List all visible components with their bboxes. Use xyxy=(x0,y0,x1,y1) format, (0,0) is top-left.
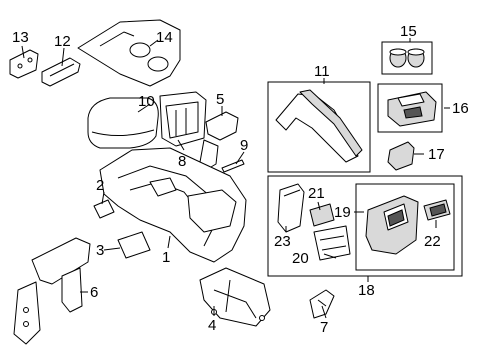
callout-14: 14 xyxy=(156,29,173,46)
part-4-mounting-bracket xyxy=(199,267,271,327)
callout-6: 6 xyxy=(90,284,98,301)
callout-9: 9 xyxy=(240,137,248,154)
part-13-bracket xyxy=(9,49,39,79)
part-7-bracket xyxy=(309,289,335,319)
callout-11: 11 xyxy=(314,63,330,80)
part-18-rear-assembly xyxy=(267,175,463,277)
part-1-console-body xyxy=(99,147,247,263)
callout-20: 20 xyxy=(292,250,309,267)
callout-4: 4 xyxy=(208,317,216,334)
callout-21: 21 xyxy=(308,185,325,202)
callout-16: 16 xyxy=(452,100,469,117)
callout-5: 5 xyxy=(216,91,224,108)
part-15-cup-holders xyxy=(381,41,433,75)
leader-lines xyxy=(21,38,450,319)
part-2-pad xyxy=(93,199,115,219)
callout-18: 18 xyxy=(358,282,375,299)
part-8-storage-bin xyxy=(159,91,207,147)
part-20-harness xyxy=(313,225,351,261)
part-6-side-bracket xyxy=(13,237,91,345)
part-3-pad xyxy=(117,231,151,259)
part-21-socket xyxy=(309,203,335,227)
callout-8: 8 xyxy=(178,153,186,170)
callout-7: 7 xyxy=(320,319,328,336)
callout-3: 3 xyxy=(96,242,104,259)
callout-17: 17 xyxy=(428,146,445,163)
part-11-trim-panel xyxy=(267,81,371,173)
part-12-bracket xyxy=(41,57,81,87)
callout-12: 12 xyxy=(54,33,71,50)
part-19-rear-vent-panel xyxy=(365,195,419,255)
callout-2: 2 xyxy=(96,177,104,194)
part-22-switch xyxy=(423,199,451,221)
callout-22: 22 xyxy=(424,233,441,250)
part-23-cover xyxy=(277,183,305,233)
callout-23: 23 xyxy=(274,233,291,250)
part-16-switch-panel xyxy=(377,83,443,133)
callout-13: 13 xyxy=(12,29,29,46)
part-9-clip xyxy=(221,159,245,173)
part-5-bracket xyxy=(199,111,239,171)
callout-15: 15 xyxy=(400,23,417,40)
callout-10: 10 xyxy=(138,93,155,110)
part-17-switch xyxy=(387,141,415,171)
callout-19: 19 xyxy=(334,204,351,221)
part-14-console-trim xyxy=(77,19,181,87)
callout-numbers: 13 12 14 10 5 8 9 2 3 1 6 4 7 11 15 16 1… xyxy=(12,23,469,336)
callout-1: 1 xyxy=(162,249,170,266)
